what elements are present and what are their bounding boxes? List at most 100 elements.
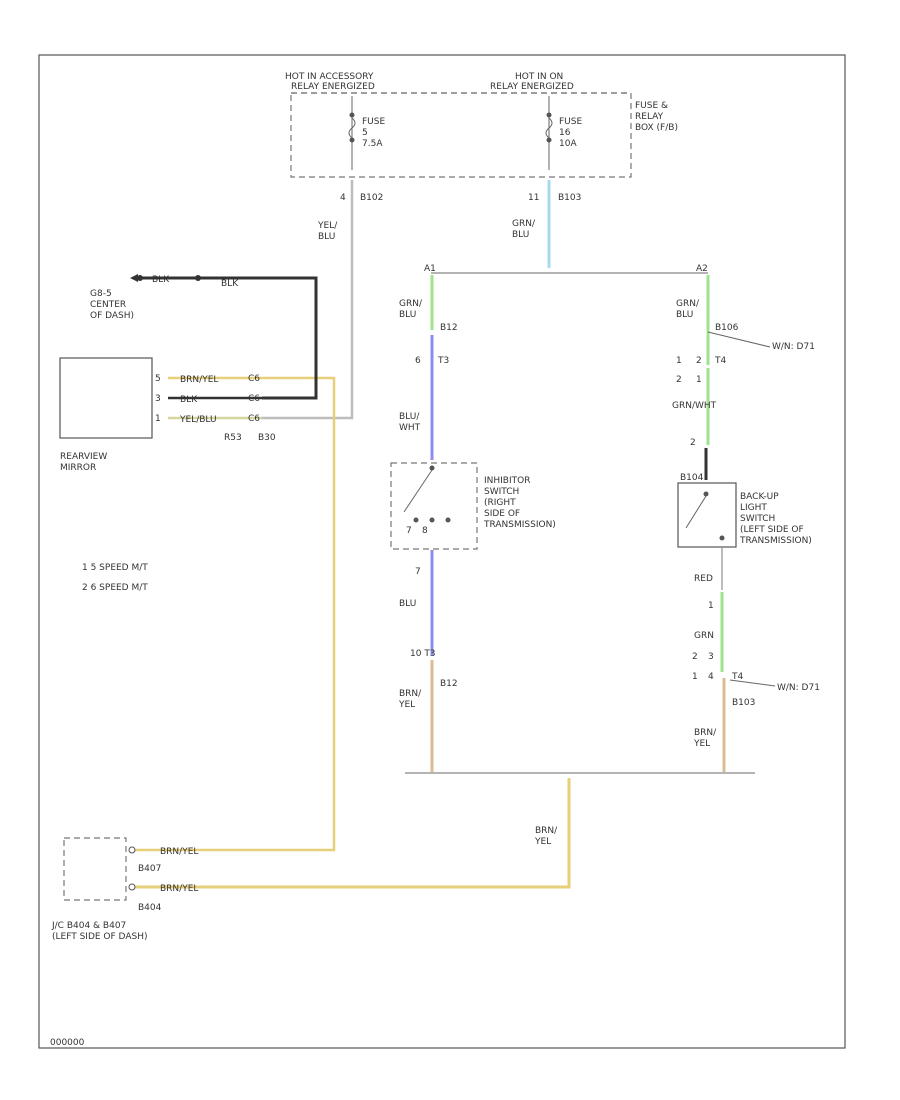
fuse-relay-energized-1: RELAY ENERGIZED [291, 82, 375, 92]
conn-b106: B106 [715, 323, 739, 333]
jc-conn-b407: B407 [138, 864, 161, 874]
mirror-conn-1: C6 [248, 374, 260, 384]
t4-top-r2-p2: 1 [696, 375, 702, 385]
backup-name-3: SWITCH [740, 514, 775, 524]
t4-bottom-r1-p2: 3 [708, 652, 714, 662]
jc-terminal-1 [128, 846, 136, 854]
wire-grn-blu-right-label-1: GRN/ [676, 299, 700, 309]
wire-blk-2: BLK [221, 279, 239, 289]
wire-blu-wht-label-2: WHT [399, 423, 421, 433]
inhibitor-contact-1 [429, 465, 435, 471]
wire-ground-blk [140, 276, 318, 400]
fuse1-label-3: 7.5A [362, 139, 383, 149]
wire-mirror-brn-yel [135, 376, 336, 852]
conn-r53: R53 [224, 433, 242, 443]
mirror-box [59, 357, 153, 439]
inhibitor-name-2: SWITCH [484, 487, 519, 497]
fuse-hot-on: HOT IN ON [515, 72, 563, 82]
conn-b12: B12 [440, 323, 458, 333]
t4-bottom-r2-p1: 1 [692, 672, 698, 682]
fuse1-label-1: FUSE [362, 117, 385, 127]
conn-b30: B30 [258, 433, 276, 443]
fuse2-label-2: 16 [559, 128, 571, 138]
fuse1-bottom-terminal [349, 137, 355, 143]
inhibitor-name-5: TRANSMISSION) [483, 520, 556, 530]
backup-pin: B104 [680, 473, 704, 483]
wire-grn-blu-left-label-2: BLU [399, 310, 416, 320]
inhibitor-switch-box [390, 462, 478, 550]
wire-grn-blu-top-label-1: GRN/ [512, 219, 536, 229]
wrn-bottom: W/N: D71 [777, 683, 820, 693]
fuse-box-name-2: RELAY [635, 112, 664, 122]
ground-splice-dot [195, 275, 201, 281]
jc-name-2: (LEFT SIDE OF DASH) [52, 932, 147, 942]
fuse1-icon [348, 117, 356, 139]
backup-switch-box [677, 482, 737, 548]
inhibitor-name-4: SIDE OF [484, 509, 520, 519]
jc-wire-1-label: BRN/YEL [160, 847, 198, 857]
wrn-top-leader [707, 331, 771, 348]
jc-box [63, 837, 127, 901]
mirror-pin-3: 1 [155, 414, 161, 424]
conn-t3-top-pin: 6 [415, 356, 421, 366]
fuse1-label-2: 5 [362, 128, 368, 138]
t4-bottom-label: T4 [731, 672, 743, 682]
fuse2-label-3: 10A [559, 139, 577, 149]
mirror-name-1: REARVIEW [60, 452, 107, 462]
wire-grn-wht-label: GRN/WHT [672, 401, 717, 411]
jc-wire-2-label: BRN/YEL [160, 884, 198, 894]
mirror-wire-2-label: BLK [180, 395, 198, 405]
backup-light-switch: B104 BACK-UP LIGHT SWITCH (LEFT SIDE OF … [677, 473, 812, 548]
mirror-pin-1: 5 [155, 374, 161, 384]
wire-yel-blu [262, 180, 354, 420]
inhibitor-switch-lever [403, 469, 433, 513]
backup-name-1: BACK-UP [740, 492, 779, 502]
backup-contact-2 [719, 535, 725, 541]
t4-top-r1-p2: 2 [696, 356, 702, 366]
fuse2-bottom-terminal [546, 137, 552, 143]
fuse-box-name-3: BOX (F/B) [635, 123, 678, 133]
inhibitor-contact-4 [445, 517, 451, 523]
backup-name-4: (LEFT SIDE OF [740, 525, 804, 535]
jc-terminal-2 [128, 883, 136, 891]
wire-blk-1: BLK [152, 275, 170, 285]
inhibitor-switch: 7 8 INHIBITOR SWITCH (RIGHT SIDE OF TRAN… [390, 462, 556, 550]
wire-yel-blu-label-2: BLU [318, 232, 335, 242]
t4-bottom-r2-p2: 4 [708, 672, 714, 682]
inhibitor-contact-3 [429, 517, 435, 523]
conn-t3-bottom: 10 T3 [410, 649, 436, 659]
legend-item-1: 1 5 SPEED M/T [82, 563, 148, 573]
conn-a1: A1 [424, 264, 436, 274]
wire-grn-blu-right-label-2: BLU [676, 310, 693, 320]
pin-7: 7 [415, 567, 421, 577]
mirror-pin-2: 3 [155, 394, 161, 404]
backup-name-5: TRANSMISSION) [739, 536, 812, 546]
mirror-wire-3-label: YEL/BLU [179, 415, 217, 425]
mirror-conn-2: C6 [248, 394, 260, 404]
wire-brn-yel-bottom-label-2: YEL [534, 837, 551, 847]
backup-switch-lever [685, 495, 707, 529]
mirror-conn-3: C6 [248, 414, 260, 424]
mirror-name-2: MIRROR [60, 463, 96, 473]
fuse-hot-accessory: HOT IN ACCESSORY [285, 72, 374, 82]
inhibitor-name-3: (RIGHT [484, 498, 516, 508]
jc-conn-b404: B404 [138, 903, 162, 913]
inhibitor-pin-1: 7 [406, 526, 412, 536]
inhibitor-name-1: INHIBITOR [484, 476, 530, 486]
ground-arrow-icon [130, 274, 138, 282]
junction-connector: BRN/YEL BRN/YEL B407 B404 J/C B404 & B40… [51, 837, 198, 942]
fuse-conn-right: B103 [558, 193, 581, 203]
ground-dot [137, 275, 143, 281]
wire-yel-blu-label-1: YEL/ [317, 221, 338, 231]
inhibitor-contact-2 [413, 517, 419, 523]
ground-label-3: OF DASH) [90, 311, 134, 321]
conn-t3-top: T3 [437, 356, 449, 366]
inhibitor-pin-2: 8 [422, 526, 428, 536]
t4-top-label: T4 [714, 356, 726, 366]
fuse-pin-left: 4 [340, 193, 346, 203]
wire-grn-blu-top-label-2: BLU [512, 230, 529, 240]
wire-grn-label: GRN [694, 631, 714, 641]
fuse1-top-terminal [349, 112, 355, 118]
wrn-top: W/N: D71 [772, 342, 815, 352]
